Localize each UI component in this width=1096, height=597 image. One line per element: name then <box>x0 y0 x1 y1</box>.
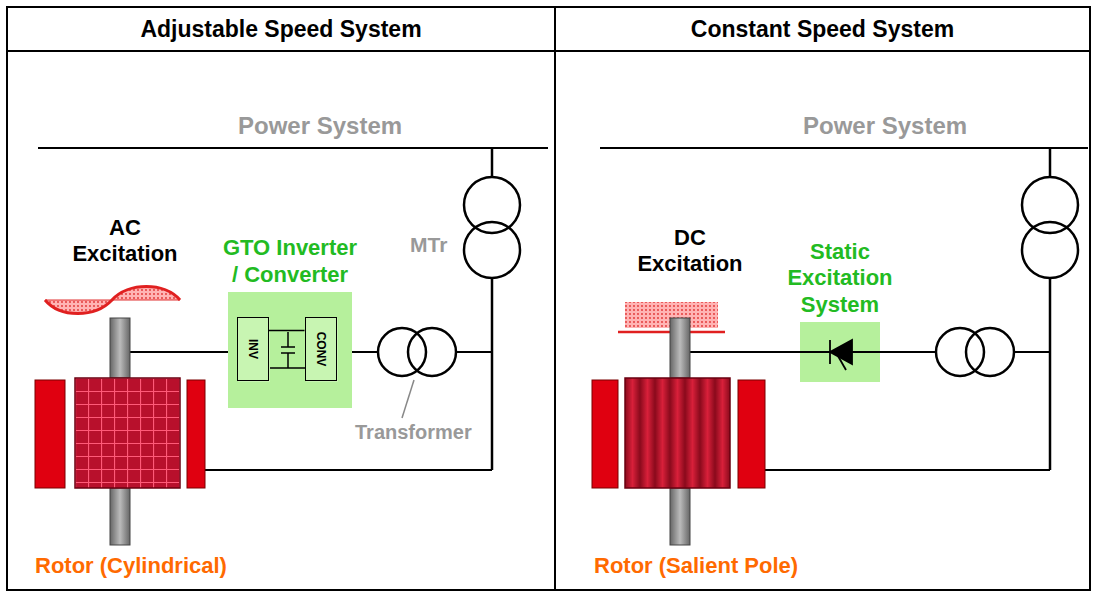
salient-rotor <box>670 318 690 378</box>
wire <box>456 351 492 353</box>
transformer-label: Transformer <box>355 420 472 444</box>
excitation-transformer <box>378 328 426 376</box>
rotor-label: Rotor (Cylindrical) <box>35 553 227 579</box>
thyristor-symbol <box>838 356 846 370</box>
box-label: CONV <box>314 331 328 366</box>
main-transformer <box>1049 148 1052 177</box>
main-transformer <box>1022 222 1078 278</box>
power-bus <box>600 147 1088 149</box>
panel-heading: Constant Speed System <box>556 8 1089 52</box>
cylindrical-rotor <box>110 488 130 545</box>
thyristor-symbol <box>800 340 880 370</box>
main-transformer <box>491 278 494 470</box>
wire <box>1014 351 1050 353</box>
main-transformer <box>464 222 520 278</box>
excitation-transformer <box>936 328 984 376</box>
wire <box>205 469 492 471</box>
salient-rotor <box>738 380 765 488</box>
main-transformer <box>464 148 1078 470</box>
bus-label: Power System <box>803 112 967 141</box>
wire <box>880 351 936 353</box>
wire <box>690 351 800 353</box>
rotor-label: Rotor (Salient Pole) <box>594 553 798 579</box>
wire <box>130 351 238 353</box>
transformer-label: MTr <box>410 232 447 257</box>
cylindrical-rotor <box>187 380 205 488</box>
bus-label: Power System <box>238 112 402 141</box>
excitation-fill <box>800 322 880 382</box>
salient-rotor <box>592 380 618 488</box>
dc-link-wire <box>269 330 305 332</box>
main-transformer <box>464 177 520 233</box>
main-transformer <box>1049 278 1052 470</box>
wire <box>765 469 1050 471</box>
excitation-label: DC Excitation <box>630 225 750 278</box>
cylindrical-rotor <box>110 318 130 378</box>
main-transformer <box>1022 177 1078 233</box>
ac-wave <box>45 287 180 314</box>
ac-wave <box>45 287 180 314</box>
capacitor-symbol <box>281 332 295 368</box>
capacitor-symbol <box>270 332 306 368</box>
salient-rotor <box>670 488 690 545</box>
ac-wave <box>45 287 180 314</box>
panel-heading: Adjustable Speed System <box>8 8 554 52</box>
box-label: INV <box>246 338 260 358</box>
cylindrical-rotor <box>75 378 180 488</box>
cylindrical-rotor <box>35 380 65 488</box>
excitation-transformer <box>378 328 1014 376</box>
panel: Adjustable Speed SystemGTO Inverter / Co… <box>6 6 556 591</box>
converter-box: GTO Inverter / ConverterINVCONV <box>228 292 352 408</box>
salient-rotor <box>592 318 765 545</box>
power-bus <box>38 147 548 149</box>
power-bus <box>38 147 1088 149</box>
inv-fill <box>238 318 270 382</box>
excitation-box: Static Excitation System <box>800 322 880 382</box>
conv-fill <box>306 318 338 382</box>
excitation-label: AC Excitation <box>60 215 190 268</box>
leader-line <box>402 380 414 418</box>
panel: Constant Speed SystemStatic Excitation S… <box>554 6 1091 591</box>
salient-rotor <box>625 378 730 488</box>
main-transformer <box>491 148 494 177</box>
excitation-transformer <box>408 328 456 376</box>
inverter-box: INV <box>237 317 269 381</box>
converter-fill <box>228 292 352 408</box>
box-heading: GTO Inverter / Converter <box>220 235 360 288</box>
box-heading: Static Excitation System <box>776 239 904 318</box>
converter-box: CONV <box>305 317 337 381</box>
cylindrical-rotor <box>35 318 205 545</box>
excitation-transformer <box>966 328 1014 376</box>
